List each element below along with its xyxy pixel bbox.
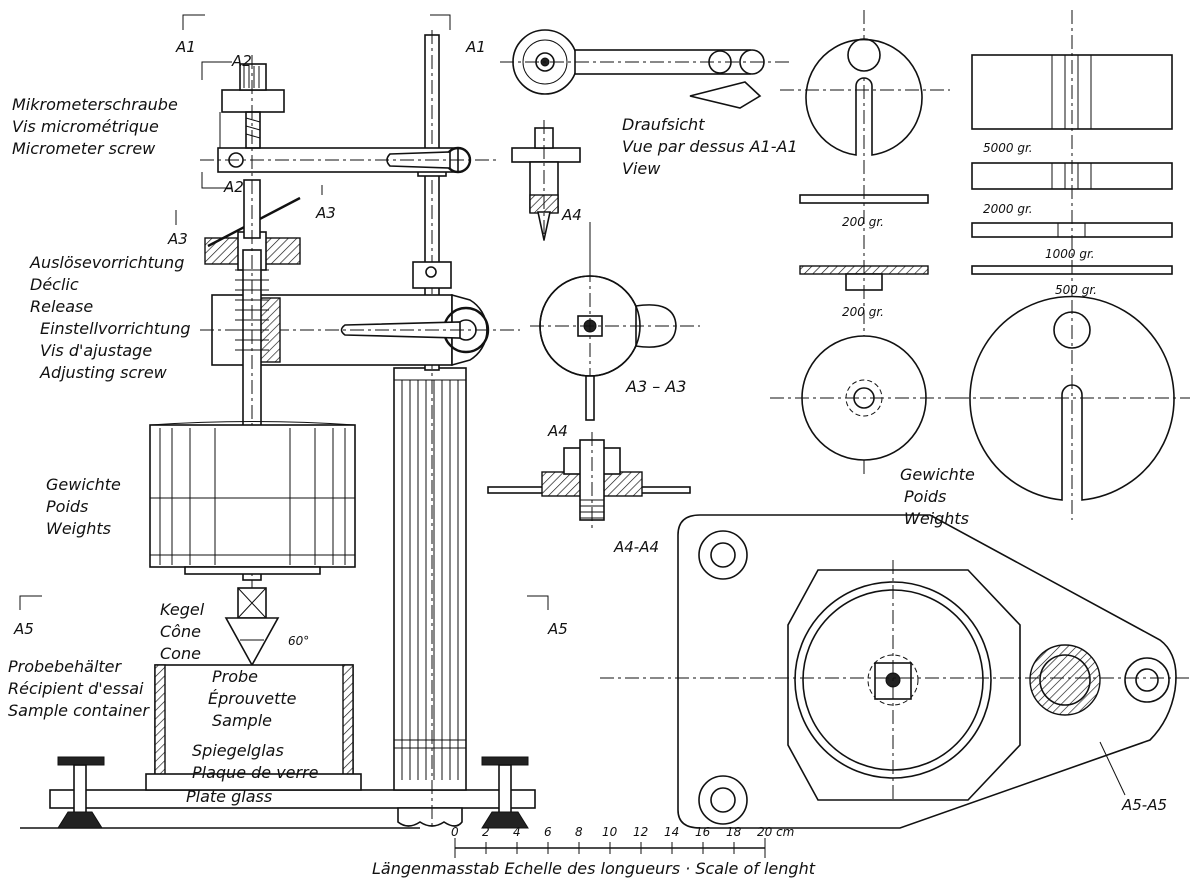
micrometer-head xyxy=(219,63,285,149)
label-cone-fr: Cône xyxy=(160,622,201,641)
weight-200-plan xyxy=(770,335,960,461)
scale-tick-4: 4 xyxy=(513,825,521,839)
section-a5-left: A5 xyxy=(13,620,34,638)
column-body xyxy=(393,367,467,791)
scale-caption: Längenmasstab Echelle des longueurs · Sc… xyxy=(372,859,816,878)
label-weights-en: Weights xyxy=(46,519,111,538)
label-glass-fr: Plaque de verre xyxy=(192,763,319,782)
cone xyxy=(224,587,280,667)
scale-tick-14: 14 xyxy=(664,825,679,839)
section-a2-top: A2 xyxy=(231,52,252,70)
section-a4-top: A4 xyxy=(561,206,582,224)
label-cone-de: Kegel xyxy=(160,600,205,619)
label-release-fr: Déclic xyxy=(30,275,79,294)
section-a3-plan xyxy=(530,222,700,421)
label-weights-right-de: Gewichte xyxy=(900,465,975,484)
scale-tick-2: 2 xyxy=(482,825,490,839)
label-release-en: Release xyxy=(30,297,93,316)
scale-bar-icon xyxy=(454,838,766,858)
label-sample-en: Sample xyxy=(212,711,272,730)
section-a2-bottom: A2 xyxy=(223,178,244,196)
label-adjust-fr: Vis d'ajustage xyxy=(40,341,152,360)
weight-label-200a: 200 gr. xyxy=(842,215,884,229)
label-micrometer-en: Micrometer screw xyxy=(12,139,156,158)
base-plan-a5 xyxy=(600,514,1190,829)
label-glass-de: Spiegelglas xyxy=(192,741,284,760)
leveling-screw-right xyxy=(481,756,529,829)
weight-label-200b: 200 gr. xyxy=(842,305,884,319)
scale-tick-18: 18 xyxy=(726,825,742,839)
micrometer-detail xyxy=(511,120,581,245)
scale-tick-16: 16 xyxy=(695,825,711,839)
weight-5000-plan xyxy=(780,38,950,156)
section-a4-bottom: A4 xyxy=(547,422,568,440)
label-glass-en: Plate glass xyxy=(186,787,272,806)
label-cone-en: Cone xyxy=(160,644,201,663)
label-container-de: Probebehälter xyxy=(8,657,123,676)
main-elevation xyxy=(19,14,549,830)
label-weights-fr: Poids xyxy=(46,497,88,516)
section-a4 xyxy=(487,432,691,530)
label-container-en: Sample container xyxy=(8,701,150,720)
label-adjust-en: Adjusting screw xyxy=(39,363,168,382)
section-a5-right: A5 xyxy=(547,620,568,638)
weight-label-5000: 5000 gr. xyxy=(983,141,1033,155)
weight-5000-disc xyxy=(955,295,1190,520)
label-weights-right-fr: Poids xyxy=(904,487,946,506)
label-topview-de: Draufsicht xyxy=(622,115,705,134)
scale-tick-6: 6 xyxy=(544,825,552,839)
base-plate xyxy=(49,789,536,809)
label-micrometer-de: Mikrometerschraube xyxy=(12,95,178,114)
labels-layer: Mikrometerschraube Vis micrométrique Mic… xyxy=(8,38,1167,878)
section-a3-left: A3 xyxy=(167,230,188,248)
weights-side-views xyxy=(971,10,1173,300)
label-topview-en: View xyxy=(622,159,661,178)
label-sample-de: Probe xyxy=(212,667,258,686)
section-a4-a4-title: A4-A4 xyxy=(613,538,659,556)
section-a5-a5-title: A5-A5 xyxy=(1121,796,1167,814)
section-a3-a3-title: A3 – A3 xyxy=(625,377,686,396)
weight-label-1000: 1000 gr. xyxy=(1045,247,1095,261)
label-micrometer-fr: Vis micrométrique xyxy=(12,117,159,136)
top-view-a1 xyxy=(500,29,790,109)
weight-label-2000: 2000 gr. xyxy=(983,202,1033,216)
label-adjust-de: Einstellvorrichtung xyxy=(40,319,191,338)
weights-stack xyxy=(149,421,356,575)
scale-tick-8: 8 xyxy=(575,825,583,839)
leveling-screw-left xyxy=(57,756,105,829)
label-topview-fr: Vue par dessus A1-A1 xyxy=(622,137,798,156)
label-release-de: Auslösevorrichtung xyxy=(29,253,184,272)
label-weights-right-en: Weights xyxy=(904,509,969,528)
section-a3-right: A3 xyxy=(315,204,336,222)
label-sample-fr: Éprouvette xyxy=(208,689,297,708)
section-a1-left: A1 xyxy=(175,38,196,56)
section-a1-right: A1 xyxy=(465,38,486,56)
label-weights-de: Gewichte xyxy=(46,475,121,494)
label-cone-angle: 60° xyxy=(288,634,309,648)
scale-tick-12: 12 xyxy=(633,825,648,839)
scale-tick-0: 0 xyxy=(451,825,459,839)
label-container-fr: Récipient d'essai xyxy=(8,679,144,698)
weight-label-500: 500 gr. xyxy=(1055,283,1097,297)
sample-container xyxy=(145,664,362,791)
scale-tick-20: 20 cm xyxy=(757,825,794,839)
scale-tick-10: 10 xyxy=(602,825,618,839)
